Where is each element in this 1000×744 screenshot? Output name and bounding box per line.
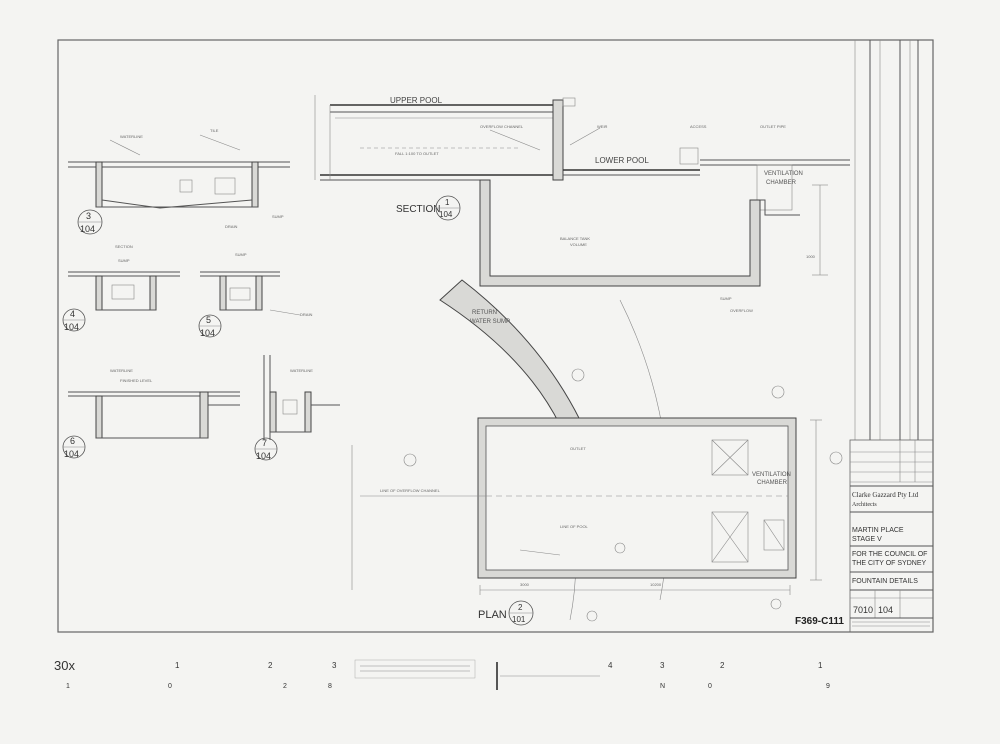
project-line-1: MARTIN PLACE [852, 527, 904, 534]
svg-text:SUMP: SUMP [720, 296, 732, 301]
detail-5-num: 5 [206, 315, 211, 325]
svg-text:ACCESS: ACCESS [690, 124, 707, 129]
detail-7-sheet: 104 [256, 451, 271, 461]
scale-bottom-mark-2: 0 [168, 683, 172, 690]
detail-6-num: 6 [70, 436, 75, 446]
firm-subtitle: Architects [852, 502, 877, 508]
svg-text:SUMP: SUMP [235, 252, 247, 257]
svg-text:BALANCE TANK: BALANCE TANK [560, 236, 590, 241]
section-sheet: 104 [439, 210, 453, 219]
svg-text:TILE: TILE [210, 128, 219, 133]
title-block: Clarke Gazzard Pty Ltd Architects MARTIN… [849, 439, 934, 633]
lower-pool-label: LOWER POOL [595, 156, 649, 165]
detail-4-sheet: 104 [64, 322, 79, 332]
scale-top-mark-4: 4 [608, 661, 613, 670]
section-num: 1 [445, 198, 450, 207]
scale-strip: 30x 1 2 3 4 3 2 1 1 0 2 8 N 0 9 [54, 658, 830, 690]
svg-text:3000: 3000 [520, 582, 530, 587]
scale-top-mark-2: 2 [268, 661, 273, 670]
detail-4-section: SECTION SUMP [68, 244, 180, 311]
detail-3-sheet: 104 [80, 224, 95, 234]
svg-text:LINE OF OVERFLOW CHANNEL: LINE OF OVERFLOW CHANNEL [380, 488, 441, 493]
detail-6-section: WATERLINE FINISHED LEVEL [68, 368, 240, 439]
svg-text:VOLUME: VOLUME [570, 242, 587, 247]
scale-bottom-mark-3: 2 [283, 683, 287, 690]
detail-3-section: WATERLINE TILE SUMP DRAIN [68, 128, 290, 229]
client-line-2: THE CITY OF SYDNEY [852, 560, 926, 567]
svg-text:SUMP: SUMP [118, 258, 130, 263]
scale-top-mark-6: 2 [720, 661, 725, 670]
svg-text:CHAMBER: CHAMBER [757, 480, 788, 486]
return-water-sump-label: RETURN [472, 310, 497, 316]
detail-3-num: 3 [86, 211, 91, 221]
firm-name: Clarke Gazzard Pty Ltd [852, 491, 919, 499]
svg-text:CHAMBER: CHAMBER [766, 180, 797, 186]
detail-5-marker: 5 104 [198, 314, 222, 338]
svg-text:OUTLET PIPE: OUTLET PIPE [760, 124, 786, 129]
archive-stamp: F369-C111 [795, 616, 844, 627]
detail-7-section: WATERLINE [263, 355, 340, 440]
plan-sheet: 101 [512, 615, 526, 624]
svg-text:FINISHED LEVEL: FINISHED LEVEL [120, 378, 153, 383]
svg-text:SUMP: SUMP [272, 214, 284, 219]
scale-bottom-mark-1: 1 [66, 683, 70, 690]
detail-4-marker: 4 104 [62, 308, 86, 332]
sheet-number: 104 [878, 605, 893, 615]
detail-5-sheet: 104 [200, 328, 215, 338]
section-word: SECTION [396, 204, 440, 215]
scale-bottom-mark-7: 9 [826, 683, 830, 690]
title-strip-lines [854, 40, 919, 440]
svg-text:DRAIN: DRAIN [300, 312, 313, 317]
detail-5-section: DRAIN SUMP [200, 252, 313, 317]
detail-6-marker: 6 104 [62, 435, 86, 459]
plan-word: PLAN [478, 609, 507, 621]
sheet-border [57, 39, 934, 633]
detail-7-marker: 7 104 [254, 437, 278, 461]
scale-bottom-mark-4: 8 [328, 683, 332, 690]
section-label-group: SECTION 1 104 [396, 195, 461, 221]
svg-text:LINE OF POOL: LINE OF POOL [560, 524, 589, 529]
magnification-label: 30x [54, 658, 75, 673]
upper-pool-label: UPPER POOL [390, 96, 443, 105]
svg-text:DRAIN: DRAIN [225, 224, 238, 229]
svg-text:OUTLET: OUTLET [570, 446, 586, 451]
ventilation-chamber-top-label: VENTILATION [764, 171, 803, 177]
svg-text:WATERLINE: WATERLINE [290, 368, 313, 373]
detail-3-marker: 3 104 [77, 209, 103, 235]
scale-top-mark-1: 1 [175, 661, 180, 670]
project-line-2: STAGE V [852, 536, 882, 543]
svg-text:10200: 10200 [650, 582, 662, 587]
plan-view: RETURN WATER SUMP VENTILATION CHAMBER LI… [351, 279, 843, 622]
plan-num: 2 [518, 603, 523, 612]
scale-bottom-mark-6: 0 [708, 683, 712, 690]
scale-top-mark-3: 3 [332, 661, 337, 670]
detail-6-sheet: 104 [64, 449, 79, 459]
plan-label-group: PLAN 2 101 [478, 600, 534, 626]
job-number: 7010 [853, 605, 873, 615]
detail-7-num: 7 [262, 438, 267, 448]
svg-text:FALL 1:100 TO OUTLET: FALL 1:100 TO OUTLET [395, 151, 439, 156]
svg-text:WATERLINE: WATERLINE [120, 134, 143, 139]
detail-4-num: 4 [70, 309, 75, 319]
drawing-title: FOUNTAIN DETAILS [852, 578, 918, 585]
client-line-1: FOR THE COUNCIL OF [852, 551, 927, 558]
svg-text:1000: 1000 [806, 254, 816, 259]
scale-top-mark-5: 3 [660, 661, 665, 670]
ventilation-chamber-plan-label: VENTILATION [752, 472, 791, 478]
svg-text:OVERFLOW: OVERFLOW [730, 308, 753, 313]
scale-top-mark-7: 1 [818, 661, 823, 670]
svg-text:WATER SUMP: WATER SUMP [470, 319, 510, 325]
main-section: UPPER POOL FALL 1:100 TO OUTLET LOWER PO… [314, 95, 850, 313]
scale-bottom-mark-5: N [660, 683, 665, 690]
svg-text:WATERLINE: WATERLINE [110, 368, 133, 373]
svg-text:OVERFLOW CHANNEL: OVERFLOW CHANNEL [480, 124, 524, 129]
svg-text:SECTION: SECTION [115, 244, 133, 249]
svg-text:WEIR: WEIR [597, 124, 608, 129]
